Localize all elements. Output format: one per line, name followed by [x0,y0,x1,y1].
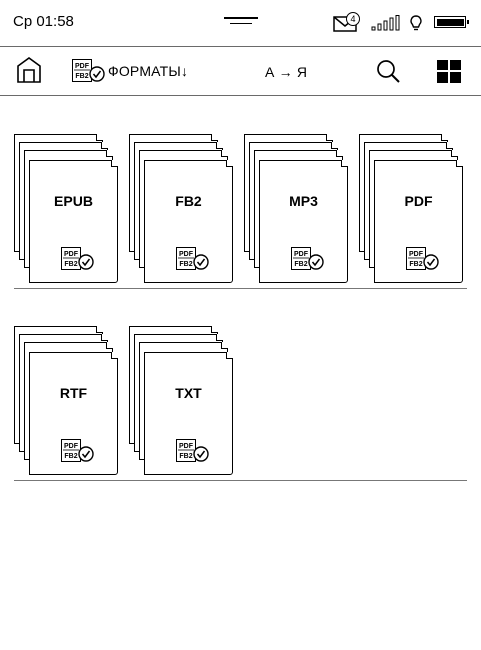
badge-top-text: PDF [179,443,194,450]
format-badge-icon: PDF FB2 [176,439,209,462]
frontlight-icon[interactable] [410,15,422,32]
home-button[interactable] [16,56,42,84]
badge-bottom-text: FB2 [64,453,77,460]
search-icon [377,60,400,83]
badge-bottom-text: FB2 [294,261,307,268]
signal-icon [371,15,400,31]
format-badge-icon: PDF FB2 [291,247,324,270]
format-badge-icon: PDF FB2 [406,247,439,270]
toolbar: PDF FB2 ФОРМАТЫ↓ А → Я [0,47,481,95]
battery-icon [434,16,469,28]
format-badge-icon: PDF FB2 [61,247,94,270]
format-label: RTF [59,385,88,401]
format-folder-txt[interactable]: TXT PDF FB2 [129,326,237,476]
formats-icon: PDF FB2 [72,59,105,82]
status-bar: Ср 01:58 4 [0,0,481,46]
toolbar-divider [0,95,481,96]
format-folder-rtf[interactable]: RTF PDF FB2 [14,326,122,476]
format-badge-icon: PDF FB2 [61,439,94,462]
badge-top-text: PDF [64,251,79,258]
format-label: TXT [175,385,202,401]
grid-view-button[interactable] [437,60,461,83]
format-badge-icon: PDF FB2 [176,247,209,270]
badge-bottom-text: FB2 [64,261,77,268]
search-button[interactable] [376,59,400,83]
folder-cover: TXT PDF FB2 [144,352,233,475]
folder-cover: PDF PDF FB2 [374,160,463,283]
folder-cover: EPUB PDF FB2 [29,160,118,283]
svg-text:PDF: PDF [75,63,90,70]
format-label: MP3 [289,193,318,209]
badge-top-text: PDF [179,251,194,258]
row-separator [14,480,467,481]
format-label: FB2 [175,193,202,209]
format-folder-epub[interactable]: EPUB PDF FB2 [14,134,122,284]
sort-by-format-button[interactable]: PDF FB2 ФОРМАТЫ↓ [72,59,188,83]
home-icon [17,57,41,83]
svg-text:FB2: FB2 [75,73,88,80]
grid-view-icon [437,60,461,83]
menu-handle-icon[interactable] [224,17,258,25]
badge-top-text: PDF [409,251,424,258]
format-label: PDF [404,193,433,209]
sort-arrow-icon: ↓ [180,63,189,79]
badge-bottom-text: FB2 [179,453,192,460]
format-folder-pdf[interactable]: PDF PDF FB2 [359,134,467,284]
folder-cover: RTF PDF FB2 [29,352,118,475]
sort-label: ФОРМАТЫ [108,63,181,79]
format-label: EPUB [54,193,93,209]
sort-order-button[interactable]: А → Я [265,64,307,80]
mail-count-badge: 4 [346,12,360,26]
badge-top-text: PDF [64,443,79,450]
badge-bottom-text: FB2 [179,261,192,268]
badge-bottom-text: FB2 [409,261,422,268]
badge-top-text: PDF [294,251,309,258]
row-separator [14,288,467,289]
status-divider [0,46,481,47]
clock: Ср 01:58 [13,13,74,30]
sort-order-label: А → Я [265,64,308,80]
